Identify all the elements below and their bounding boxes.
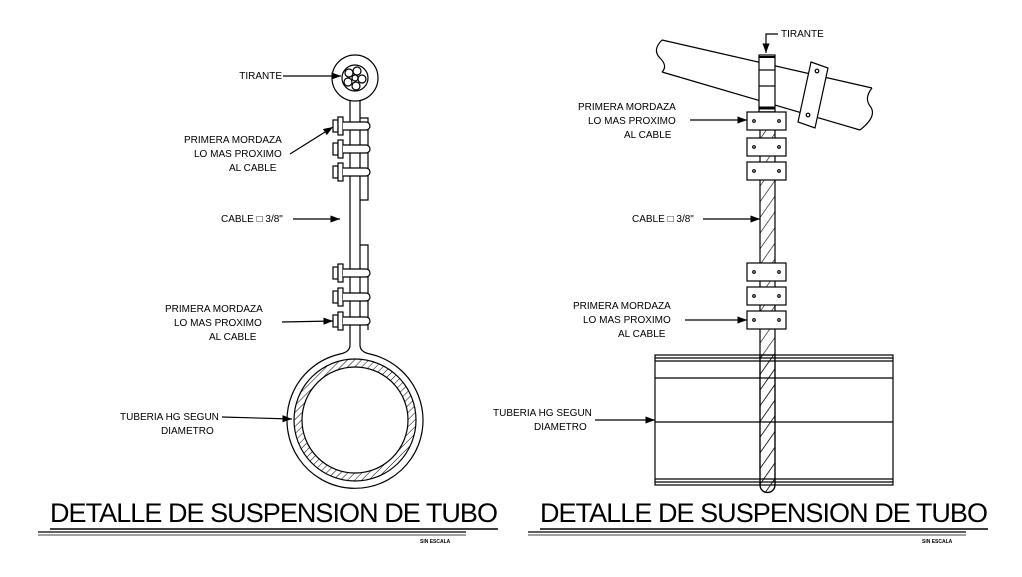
detail-title: DETALLE DE SUSPENSION DE TUBO: [50, 498, 498, 528]
mordaza-bottom-line1: PRIMERA MORDAZA: [573, 301, 671, 312]
tuberia-line2: DIAMETRO: [161, 426, 214, 437]
clamp-blocks: [746, 111, 787, 330]
mordaza-top-line1: PRIMERA MORDAZA: [184, 135, 282, 146]
mordaza-top-line3: AL CABLE: [624, 130, 672, 141]
mordaza-top-line2: LO MAS PROXIMO: [194, 149, 282, 160]
cable: [349, 100, 369, 345]
mordaza-bottom-line2: LO MAS PROXIMO: [174, 318, 262, 329]
pipe-elevation: [654, 354, 894, 494]
mordaza-top-line3: AL CABLE: [229, 163, 277, 174]
mordaza-top-line2: LO MAS PROXIMO: [588, 116, 676, 127]
left-detail: TIRANTE PRIMERA MORDAZA LO MAS PROXIMO A…: [38, 54, 498, 545]
tuberia-line1: TUBERIA HG SEGUN: [493, 408, 592, 419]
mordaza-top-line1: PRIMERA MORDAZA: [578, 102, 676, 113]
tuberia-line1: TUBERIA HG SEGUN: [120, 412, 219, 423]
mordaza-bottom-line2: LO MAS PROXIMO: [583, 315, 671, 326]
scale-note: SIN ESCALA: [420, 539, 451, 545]
cable-label: CABLE □ 3/8": [221, 214, 283, 225]
mordaza-bottom-line1: PRIMERA MORDAZA: [165, 304, 263, 315]
tirante-label: TIRANTE: [239, 71, 282, 82]
pipe-section: [286, 344, 424, 489]
right-detail: TIRANTE PRIMERA MORDAZA LO MAS PROXIMO A…: [493, 29, 988, 545]
tuberia-line2: DIAMETRO: [534, 422, 587, 433]
mordaza-bottom-line3: AL CABLE: [618, 329, 666, 340]
leaders: [595, 33, 778, 424]
mordaza-bottom-line3: AL CABLE: [209, 332, 257, 343]
leaders: [221, 72, 341, 423]
detail-title: DETALLE DE SUSPENSION DE TUBO: [540, 498, 988, 528]
tirante-eye: [331, 54, 379, 102]
tirante-rod: [758, 54, 776, 113]
cable-label: CABLE □ 3/8": [632, 214, 694, 225]
tirante-label: TIRANTE: [781, 29, 824, 40]
clamps: [332, 116, 371, 331]
scale-note: SIN ESCALA: [922, 539, 953, 545]
